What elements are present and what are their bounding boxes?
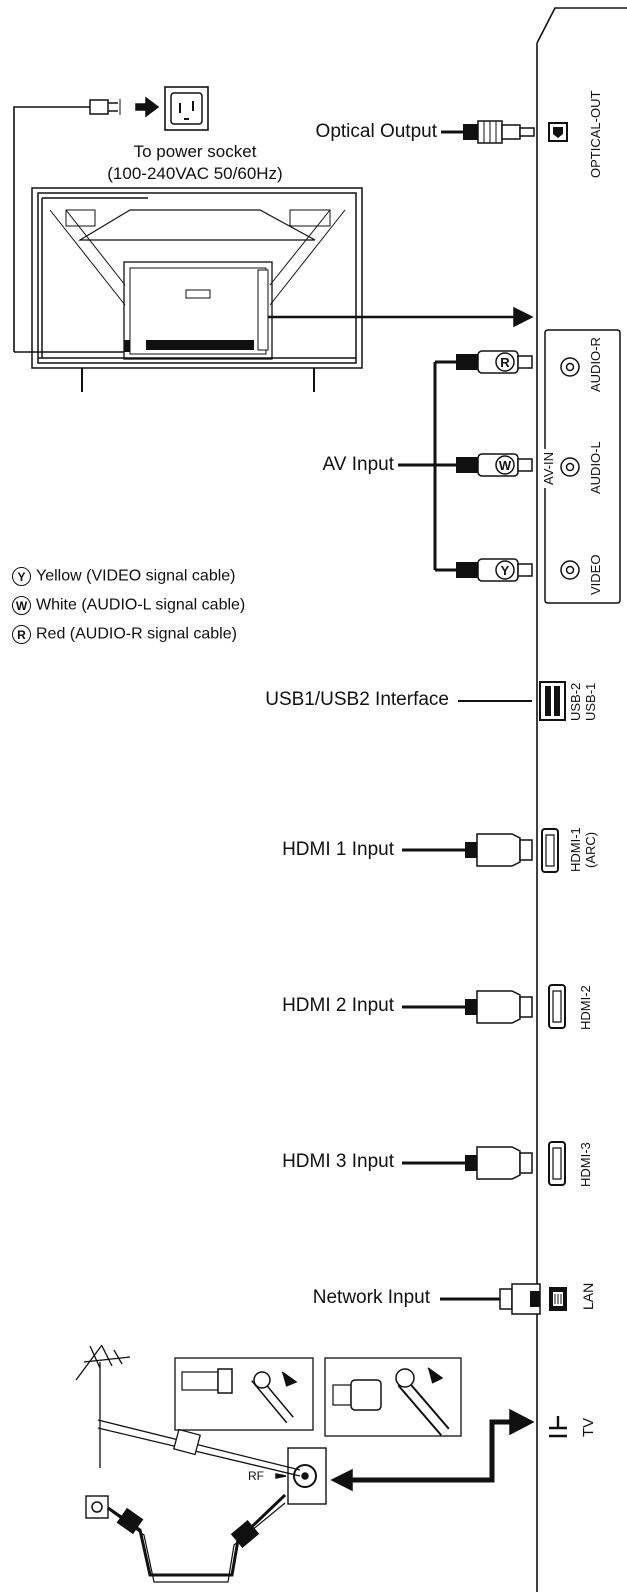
hdmi2-input-label: HDMI 2 Input xyxy=(282,995,394,1016)
port-label-usb1: USB-1 xyxy=(583,682,598,721)
arrow-to-panel-icon xyxy=(268,306,534,328)
lan-port-icon xyxy=(549,1287,567,1311)
arrow-right-icon xyxy=(135,96,160,118)
hdmi2-cable-icon xyxy=(402,990,533,1024)
rf-connector-inset-right xyxy=(324,1357,462,1437)
rf-label: RF xyxy=(248,1469,264,1483)
plug-letter-w: W xyxy=(499,458,512,473)
legend-letter-w: W xyxy=(12,596,31,615)
port-label-hdmi3: HDMI-3 xyxy=(578,1142,593,1187)
rf-wall-socket-icon xyxy=(275,1447,327,1505)
tv-rf-port-icon xyxy=(549,1416,567,1438)
hdmi1-input-label: HDMI 1 Input xyxy=(282,839,394,860)
port-label-audio-r: AUDIO-R xyxy=(588,337,603,392)
rca-plug-y-icon xyxy=(456,558,533,582)
hdmi1-cable-icon xyxy=(402,833,533,867)
legend-text-w: White (AUDIO-L signal cable) xyxy=(36,596,246,614)
port-label-lan: LAN xyxy=(580,1282,596,1310)
port-label-video: VIDEO xyxy=(588,554,603,595)
cable-outlet-icon xyxy=(85,1493,287,1583)
av-cables-icon xyxy=(398,360,456,572)
tv-back-icon xyxy=(14,187,363,392)
plug-letter-y: Y xyxy=(501,563,510,578)
port-label-tv: TV xyxy=(580,1417,597,1437)
usb-interface-label: USB1/USB2 Interface xyxy=(265,689,449,710)
power-plug-icon xyxy=(13,99,121,352)
power-socket-icon xyxy=(164,86,209,131)
av-input-label: AV Input xyxy=(322,454,394,475)
port-label-audio-l: AUDIO-L xyxy=(588,441,603,494)
rca-plug-r-icon xyxy=(456,350,533,374)
power-socket-label-1: To power socket xyxy=(133,142,257,161)
port-label-hdmi2: HDMI-2 xyxy=(578,985,593,1030)
legend-letter-y: Y xyxy=(12,567,31,586)
plug-letter-r: R xyxy=(500,355,510,370)
optical-output-label: Optical Output xyxy=(315,121,437,142)
optical-cable-icon xyxy=(441,120,535,144)
port-label-optical-out: OPTICAL-OUT xyxy=(588,90,603,178)
hdmi3-port-icon xyxy=(548,1141,566,1186)
tv-side-panel xyxy=(536,7,627,1592)
legend-text-y: Yellow (VIDEO signal cable) xyxy=(36,567,236,585)
optical-port-icon xyxy=(548,122,568,142)
lan-cable-icon xyxy=(440,1283,541,1315)
port-label-hdmi1: HDMI-1 xyxy=(568,827,583,872)
hdmi1-port-icon xyxy=(541,828,559,873)
rf-thick-arrow-icon xyxy=(330,1408,535,1492)
hdmi2-port-icon xyxy=(548,984,566,1029)
legend-white: W White (AUDIO-L signal cable) xyxy=(12,596,245,615)
power-socket-label-2: (100-240VAC 50/60Hz) xyxy=(107,164,283,183)
legend-letter-r: R xyxy=(12,625,31,644)
port-label-hdmi1-arc: (ARC) xyxy=(583,831,598,868)
usb-port-icon xyxy=(539,681,566,721)
rf-connector-inset-left xyxy=(174,1357,314,1431)
hdmi3-input-label: HDMI 3 Input xyxy=(282,1151,394,1172)
legend-red: R Red (AUDIO-R signal cable) xyxy=(12,625,237,644)
port-label-av-in: AV-IN xyxy=(541,449,556,488)
legend-yellow: Y Yellow (VIDEO signal cable) xyxy=(12,567,236,586)
port-label-usb2: USB-2 xyxy=(568,682,583,721)
av-in-panel xyxy=(544,329,621,604)
antenna-icon xyxy=(75,1344,301,1477)
hdmi3-cable-icon xyxy=(402,1146,533,1180)
rca-plug-w-icon xyxy=(456,453,533,477)
network-input-label: Network Input xyxy=(312,1287,430,1308)
legend-text-r: Red (AUDIO-R signal cable) xyxy=(36,625,237,643)
